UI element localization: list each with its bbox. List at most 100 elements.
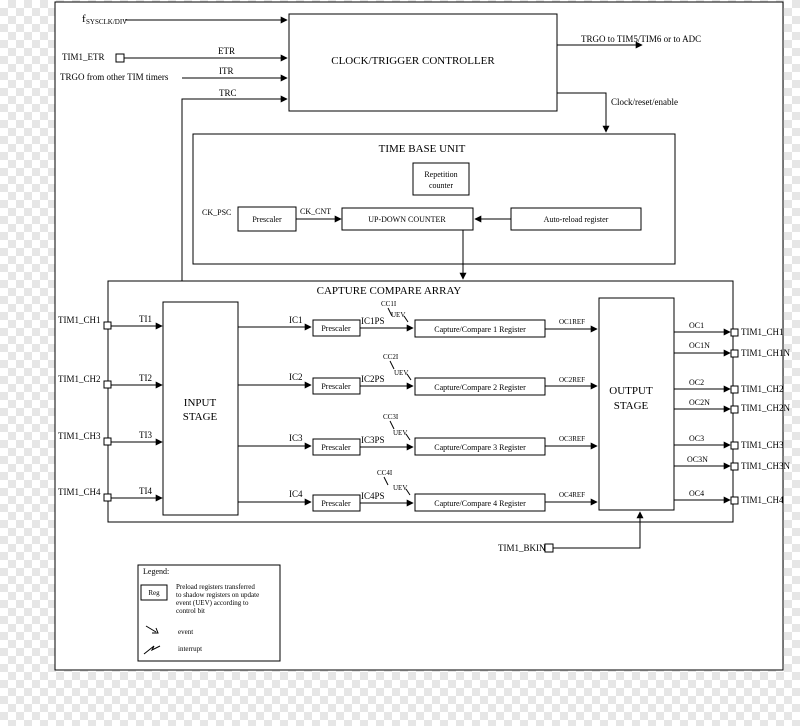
ch3-pin: [103, 437, 112, 446]
bkin-line: [553, 511, 644, 549]
ch1-pin: [103, 321, 112, 330]
ic4-label: IC4: [289, 489, 303, 499]
cc4i-interrupt-icon: [383, 476, 389, 486]
oc2-pin: [730, 385, 739, 394]
ch2-pin: [103, 380, 112, 389]
uev2-label: UEV: [394, 369, 408, 377]
capture-compare-title: CAPTURE COMPARE ARRAY: [317, 285, 462, 297]
oc1n-pin: [730, 349, 739, 358]
ch4-pin: [103, 493, 112, 502]
fclk-label: f: [82, 13, 86, 25]
input-stage-label-1: INPUT: [184, 397, 217, 409]
legend-interrupt-icon: [143, 645, 161, 655]
oc1-label: OC1: [689, 321, 704, 330]
uev2-event-icon: [406, 373, 412, 381]
ti4-label: TI4: [139, 486, 152, 496]
ccr3-label: Capture/Compare 3 Register: [434, 443, 526, 452]
clock-reset-line: [557, 92, 610, 133]
oc1n-pin-label: TIM1_CH1N: [741, 348, 790, 358]
channel-2: TIM1_CH2 TI2 IC2 Prescaler IC2PS CC2I UE…: [58, 353, 598, 396]
ch2-pin-label: TIM1_CH2: [58, 374, 101, 384]
input-stage-box: [162, 301, 239, 516]
trc-feedback-line: [181, 95, 288, 302]
auto-reload-register-label: Auto-reload register: [544, 215, 609, 224]
ic1ps-label: IC1PS: [361, 316, 385, 326]
oc3n-pin-label: TIM1_CH3N: [741, 461, 790, 471]
oc2ref-label: OC2REF: [559, 376, 585, 384]
time-base-unit-box: [192, 133, 676, 265]
oc1n-label: OC1N: [689, 341, 710, 350]
legend-reg-desc-3: event (UEV) according to: [176, 599, 249, 607]
ti1-label: TI1: [139, 314, 152, 324]
ch1-pin-label: TIM1_CH1: [58, 315, 101, 325]
ch1-prescaler-label: Prescaler: [321, 324, 351, 333]
legend-reg-box: [140, 584, 168, 601]
legend-box: [137, 564, 281, 662]
oc4-label: OC4: [689, 489, 704, 498]
itr-label: ITR: [219, 66, 234, 76]
oc2n-label: OC2N: [689, 398, 710, 407]
cc4i-label: CC4I: [377, 469, 393, 477]
oc1-pin-label: TIM1_CH1: [741, 327, 784, 337]
up-down-counter-label: UP-DOWN COUNTER: [368, 215, 446, 224]
oc3ref-label: OC3REF: [559, 435, 585, 443]
tbu-prescaler-label: Prescaler: [252, 215, 282, 224]
legend-reg-desc-2: to shadow registers on update: [176, 591, 259, 599]
trgo-output-label: TRGO to TIM5/TIM6 or to ADC: [581, 34, 701, 44]
oc3-label: OC3: [689, 434, 704, 443]
uev4-event-icon: [405, 488, 411, 496]
trgo-other-label: TRGO from other TIM timers: [60, 72, 169, 82]
uev3-event-icon: [405, 433, 411, 441]
ccr2-label: Capture/Compare 2 Register: [434, 383, 526, 392]
ck-psc-label: CK_PSC: [202, 208, 231, 217]
oc2-pin-label: TIM1_CH2: [741, 384, 784, 394]
ic2-label: IC2: [289, 372, 303, 382]
legend-interrupt-label: interrupt: [178, 645, 202, 653]
ch3-pin-label: TIM1_CH3: [58, 431, 101, 441]
ch2-prescaler-label: Prescaler: [321, 382, 351, 391]
channel-3: TIM1_CH3 TI3 IC3 Prescaler IC3PS CC3I UE…: [58, 413, 598, 456]
oc4ref-label: OC4REF: [559, 491, 585, 499]
output-stage-label-2: STAGE: [614, 400, 649, 412]
legend-event-icon: [145, 625, 159, 634]
cc3i-label: CC3I: [383, 413, 399, 421]
clock-reset-label: Clock/reset/enable: [611, 97, 678, 107]
ic4ps-label: IC4PS: [361, 491, 385, 501]
oc3-pin: [730, 441, 739, 450]
oc3-pin-label: TIM1_CH3: [741, 440, 784, 450]
ti2-label: TI2: [139, 373, 152, 383]
repetition-counter-box: [412, 162, 470, 196]
bkin-pin: [544, 543, 554, 553]
fclk-subscript: SYSCLK/DIV: [86, 18, 127, 26]
channel-1: TIM1_CH1 TI1 IC1 Prescaler IC1PS CC1I UE…: [58, 300, 598, 338]
repetition-counter-label-1: Repetition: [424, 170, 457, 179]
repetition-counter-label-2: counter: [429, 181, 453, 190]
uev4-label: UEV: [393, 484, 407, 492]
ccr4-label: Capture/Compare 4 Register: [434, 499, 526, 508]
oc2-label: OC2: [689, 378, 704, 387]
legend-event-label: event: [178, 628, 193, 636]
legend-reg-desc-1: Preload registers transferred: [176, 583, 255, 591]
bkin-label: TIM1_BKIN: [498, 543, 546, 553]
oc4-pin-label: TIM1_CH4: [741, 495, 784, 505]
cc2i-label: CC2I: [383, 353, 399, 361]
oc2n-pin-label: TIM1_CH2N: [741, 403, 790, 413]
etr-label: ETR: [218, 46, 235, 56]
oc3n-pin: [730, 462, 739, 471]
ck-cnt-label: CK_CNT: [300, 207, 331, 216]
legend-reg-label: Reg: [148, 589, 160, 597]
tim1-etr-label: TIM1_ETR: [62, 52, 105, 62]
oc1-pin: [730, 328, 739, 337]
legend-title: Legend:: [143, 567, 169, 576]
channel-4: TIM1_CH4 TI4 IC4 Prescaler IC4PS CC4I UE…: [58, 469, 598, 512]
output-signals: OC1 TIM1_CH1 OC1N TIM1_CH1N OC2 TIM1_CH2…: [674, 321, 790, 505]
clock-trigger-controller-box: [288, 13, 558, 112]
ic1-label: IC1: [289, 315, 303, 325]
ch4-pin-label: TIM1_CH4: [58, 487, 101, 497]
cc1i-label: CC1I: [381, 300, 397, 308]
uev3-label: UEV: [393, 429, 407, 437]
output-stage-label-1: OUTPUT: [609, 385, 653, 397]
ch4-prescaler-label: Prescaler: [321, 499, 351, 508]
ch3-prescaler-label: Prescaler: [321, 443, 351, 452]
